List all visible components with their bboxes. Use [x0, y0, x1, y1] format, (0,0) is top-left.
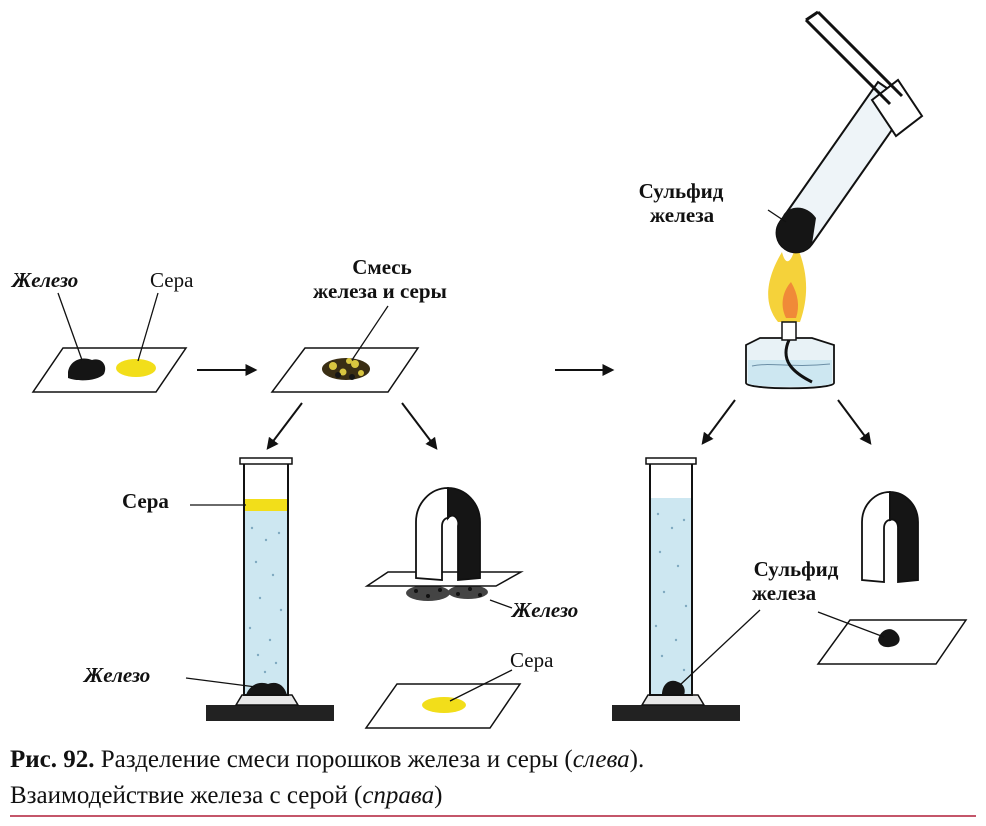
water-right [650, 498, 692, 695]
iron-on-magnet [406, 585, 488, 601]
tube-holder-clamp [870, 78, 924, 138]
test-tube [775, 80, 912, 254]
paper-under-magnet [364, 571, 524, 587]
sulfur-residue [422, 697, 466, 713]
heating-setup: Сульфид железа [639, 10, 924, 390]
iron-sulfide-sediment [662, 680, 685, 695]
mixture-pile [322, 358, 370, 380]
magnet-right [861, 491, 919, 583]
water-left [244, 508, 288, 695]
label-sulfide-right-line2: железа [752, 581, 817, 605]
leader-iron [57, 292, 83, 361]
cylinder-left: Сера Железо [82, 457, 334, 721]
iron-sulfide-in-tube [776, 207, 816, 253]
leader-paper-sulfide [817, 611, 885, 638]
tube-holder-rod [804, 18, 892, 106]
leader-mixture [351, 305, 389, 361]
label-sulfide-top-line1: Сульфид [639, 179, 724, 203]
label-cylinder-sulfur: Сера [122, 489, 169, 513]
label-mixture-line2: железа и серы [313, 279, 447, 303]
arrow-to-cylinder-left [266, 402, 303, 450]
figure-caption: Рис. 92. Разделение смеси порошков желез… [10, 742, 976, 814]
caption-rule [10, 815, 976, 817]
caption-line1-italic: слева [572, 746, 630, 773]
label-cylinder-iron: Железо [82, 663, 150, 687]
label-magnet-iron: Железо [510, 598, 578, 622]
arrow-to-cylinder-right [701, 399, 736, 445]
label-paper-sulfur: Сера [510, 648, 554, 672]
spirit-lamp [745, 321, 835, 390]
label-iron: Железо [10, 268, 78, 292]
leader-magnet-iron [489, 599, 513, 609]
caption-line2-italic: справа [362, 782, 435, 809]
label-sulfur: Сера [150, 268, 194, 292]
arrow-to-magnet-right [837, 399, 872, 445]
leader-cylinder-iron [185, 677, 257, 688]
paper-iron-sulfur: Железо Сера [10, 268, 194, 393]
sulfur-pile [116, 359, 156, 377]
caption-line2-text: Взаимодействие железа с серой ( [10, 782, 363, 809]
magnet-left [415, 487, 481, 581]
caption-line1-text: Разделение смеси порошков железа и серы … [94, 746, 573, 773]
caption-fig-label: Рис. 92. [10, 746, 95, 773]
caption-line2-end: ) [434, 782, 443, 809]
sulfur-layer [244, 499, 288, 511]
leader-sulfide-top [767, 209, 787, 223]
cylinder-right [612, 457, 761, 721]
caption-line-1: Рис. 92. Разделение смеси порошков желез… [10, 742, 976, 778]
leader-sulfur [137, 292, 159, 362]
leader-sulfide-right [679, 609, 761, 686]
iron-pile [68, 358, 106, 381]
paper-mixture: Смесь железа и серы [270, 255, 447, 393]
iron-sulfide-piece [878, 629, 900, 648]
label-sulfide-right-line1: Сульфид [754, 557, 839, 581]
label-mixture-line1: Смесь [352, 255, 411, 279]
leader-paper-sulfur [449, 669, 513, 702]
iron-sediment-left [246, 682, 287, 695]
flame [768, 244, 807, 322]
paper-sulfide-right: Сульфид железа [752, 557, 968, 665]
caption-line-2: Взаимодействие железа с серой (справа) [10, 778, 976, 814]
cylinder-right-base [612, 705, 740, 721]
caption-line1-end: ). [629, 746, 645, 773]
cylinder-left-base [206, 705, 334, 721]
label-sulfide-top-line2: железа [650, 203, 715, 227]
paper-sulfur-left: Сера [364, 648, 554, 729]
magnet-left-setup: Железо [364, 487, 578, 622]
arrow-to-magnet-left [401, 402, 438, 450]
